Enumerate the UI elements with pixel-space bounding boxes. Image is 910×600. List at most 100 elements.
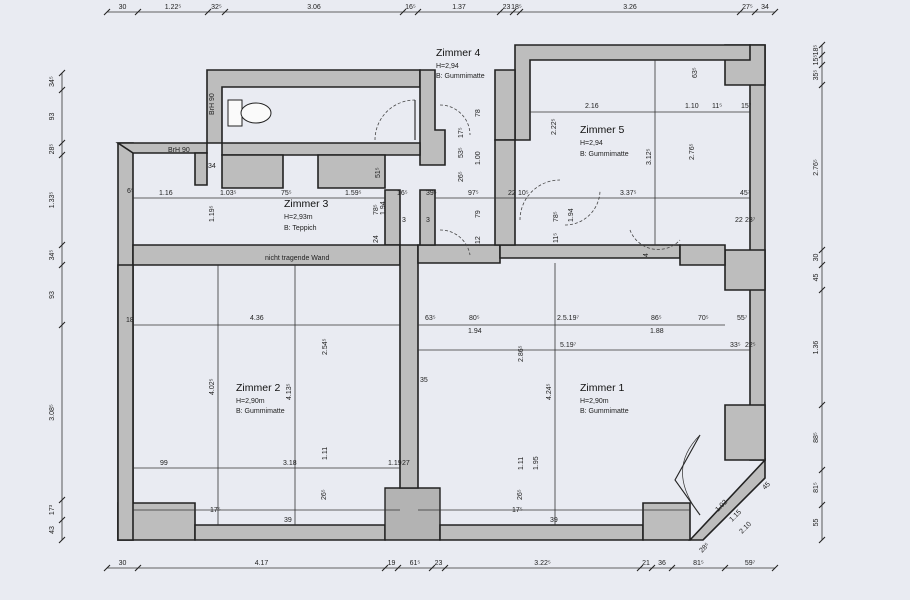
dim-z2-mid: 2.54⁵ [322, 338, 329, 355]
dim-z3-119: 1.19⁵ [209, 205, 216, 222]
dim-z2-17: 17⁵ [210, 507, 221, 514]
dim-chain-left-tick-0 [58, 69, 66, 77]
dim-chain-left-label-3: 1.33⁵ [49, 192, 56, 209]
dim-chain-bottom-tick-4 [428, 564, 436, 572]
dim-z1-35: 35 [420, 377, 428, 384]
dim-chain-left-label-7: 17³ [49, 504, 56, 515]
dim-z1-top-b: 2.5.19⁷ [557, 315, 579, 322]
room-name-zimmer3: Zimmer 3 [284, 198, 328, 210]
dim-chain-top-label-6: 23 [503, 4, 511, 11]
label-non-bearing-wall: nicht tragende Wand [265, 255, 329, 262]
dim-chain-top-tick-1 [134, 8, 142, 16]
dim-chain-top-tick-11 [771, 8, 779, 16]
dim-chain-left-tick-1 [58, 86, 66, 94]
dim-chain-left-label-2: 28⁵ [49, 144, 56, 155]
wc-tank [227, 99, 243, 127]
wall-zimmer2-topleft [117, 264, 134, 541]
wall-wc-bottom [221, 142, 421, 156]
dim-chain-right-tick-2 [818, 61, 826, 69]
dim-chain-bottom-label-3: 61⁵ [410, 560, 421, 567]
dim-z2-side: 18 [126, 317, 134, 324]
dim-z2-bottom-b: 3.18 [283, 460, 297, 467]
wall-wc-right [419, 69, 446, 166]
dim-z4-26: 26⁵ [458, 171, 465, 182]
dim-chain-right-tick-7 [818, 401, 826, 409]
dim-z3-24: 24 [373, 235, 380, 243]
room-height-zimmer5: H=2,94 [580, 140, 603, 147]
room-name-zimmer5: Zimmer 5 [580, 124, 624, 136]
dim-chain-left-tick-9 [58, 536, 66, 544]
room-floor-zimmer3: B: Teppich [284, 225, 317, 232]
wall-zimmer3-top-a [221, 154, 284, 189]
wall-corridor-mid [419, 189, 436, 246]
dim-chain-top-label-7: 18⁵ [511, 4, 522, 11]
dim-z4-78: 78 [475, 109, 482, 117]
door-arc-zimmer4 [374, 99, 416, 141]
dim-chain-top-tick-5 [414, 8, 422, 16]
dim-chain-bottom-label-0: 30 [119, 560, 127, 567]
dim-z3-22: 22 [508, 190, 516, 197]
dim-z5-22: 22 [735, 217, 743, 224]
dim-z3-6: 6⁵ [127, 188, 134, 195]
dim-chain-left-tick-3 [58, 151, 66, 159]
dim-z1-w1: 1.94 [468, 328, 482, 335]
dim-chain-right-label-0: 18⁵ [813, 45, 820, 56]
dim-z3-16: 16⁵ [397, 190, 408, 197]
dim-chain-right-label-6: 1.36 [813, 341, 820, 355]
wall-zimmer1-top [417, 244, 501, 264]
room-height-zimmer2: H=2,90m [236, 398, 265, 405]
dim-chain-bottom-tick-8 [668, 564, 676, 572]
dim-chain-left-tick-5 [58, 261, 66, 269]
dim-chain-right-label-3: 2.76⁵ [813, 159, 820, 176]
room-floor-zimmer1: B: Gummimatte [580, 408, 629, 415]
dim-z5-4: 4 [643, 253, 650, 257]
dim-chain-bottom-tick-1 [134, 564, 142, 572]
dim-chain-top-label-4: 16⁵ [405, 4, 416, 11]
dim-chain-bottom-label-8: 81⁵ [693, 560, 704, 567]
dim-chain-bottom-tick-5 [441, 564, 449, 572]
dim-chain-right-tick-10 [818, 536, 826, 544]
dim-chain-right-tick-4 [818, 246, 826, 254]
wall-zimmer1-top-b [499, 244, 681, 259]
dim-chain-left-label-8: 43 [49, 526, 56, 534]
room-name-zimmer2: Zimmer 2 [236, 382, 280, 394]
dim-z5-110: 1.10 [685, 103, 699, 110]
wall-zimmer3-top-b [317, 154, 386, 189]
dim-z5-312: 3.12⁵ [646, 148, 653, 165]
dim-z4-53: 53⁵ [458, 147, 465, 158]
room-height-zimmer4: H=2,94 [436, 63, 459, 70]
dim-chain-bottom-tick-3 [394, 564, 402, 572]
interior-dimension-lines [133, 60, 750, 525]
dim-chain-right-tick-6 [818, 286, 826, 294]
dim-chain-right-label-2: 35⁵ [813, 70, 820, 81]
wc-parapet-label: BrH 90 [209, 93, 216, 115]
dim-chain-top-tick-4 [399, 8, 407, 16]
dim-chain-right-tick-1 [818, 51, 826, 59]
dim-z1-top-e: 55⁷ [737, 315, 748, 322]
wc-bowl-icon [240, 102, 272, 124]
dim-z1-63: 63⁵ [425, 315, 436, 322]
dim-chain-bottom-tick-9 [721, 564, 729, 572]
room-name-zimmer1: Zimmer 1 [580, 382, 624, 394]
dim-z3-34: 34 [208, 163, 216, 170]
dim-z1-22: 22⁵ [745, 342, 756, 349]
dim-chain-right-label-7: 88⁵ [813, 432, 820, 443]
dim-z2-low: 1.11 [322, 447, 329, 460]
dim-chain-right-tick-0 [818, 41, 826, 49]
dim-z5-45: 45⁷ [740, 190, 751, 197]
wall-right-pier-mid [724, 249, 766, 291]
wall-bottom-right-pier [642, 502, 691, 541]
dim-z1-17: 17⁵ [512, 507, 523, 514]
dim-chain-bottom-tick-10 [771, 564, 779, 572]
wall-zimmer3-left [194, 152, 208, 186]
dim-z3-105: 10⁵ [518, 190, 529, 197]
wall-zimmer2-1 [399, 244, 419, 489]
room-height-zimmer1: H=2,90m [580, 398, 609, 405]
dim-z4-100: 1.00 [475, 151, 482, 165]
dim-z2-26: 26⁵ [321, 489, 328, 500]
dim-chain-right-tick-5 [818, 261, 826, 269]
dim-chain-bottom-label-5: 3.22⁵ [534, 560, 551, 567]
dim-chain-bottom-label-7: 36 [658, 560, 666, 567]
dim-z5-194: 1.94 [568, 208, 575, 222]
